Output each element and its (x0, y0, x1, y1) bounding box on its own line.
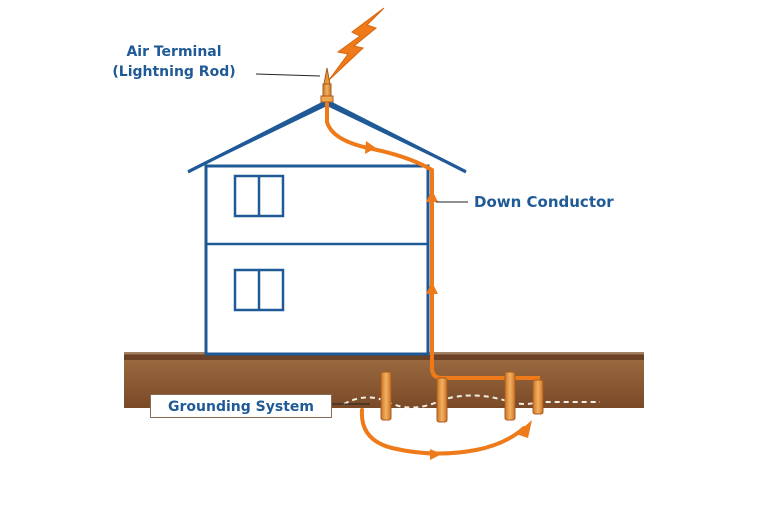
arrow-ground-end (516, 420, 532, 438)
ground-surface (124, 354, 644, 360)
air-terminal-icon (320, 67, 334, 103)
house (187, 99, 467, 356)
arrow-roof (365, 141, 376, 154)
air-terminal-label-line2: (Lightning Rod) (112, 64, 236, 80)
down-conductor (325, 102, 540, 394)
leader-lines (255, 73, 468, 405)
grounding-system-label: Grounding System (150, 394, 332, 418)
conductor-arrows (365, 141, 438, 294)
ground-rod (532, 379, 544, 415)
window-upper (233, 174, 285, 218)
ground-rod (504, 371, 516, 421)
arrow-wall-lower (426, 282, 438, 294)
ground-rods (380, 371, 544, 423)
window-lower (233, 268, 285, 312)
ground-rod (436, 377, 448, 423)
leader-air-terminal (255, 73, 321, 77)
air-terminal-label: Air Terminal (Lightning Rod) (96, 42, 252, 82)
ground-rod (380, 371, 392, 421)
lightning-bolt-icon (328, 7, 385, 81)
grounding-system (343, 371, 600, 460)
arrow-ground-mid (430, 449, 442, 460)
air-terminal-label-line1: Air Terminal (126, 44, 222, 60)
down-conductor-label: Down Conductor (474, 193, 614, 211)
arrow-wall-upper (426, 190, 438, 202)
